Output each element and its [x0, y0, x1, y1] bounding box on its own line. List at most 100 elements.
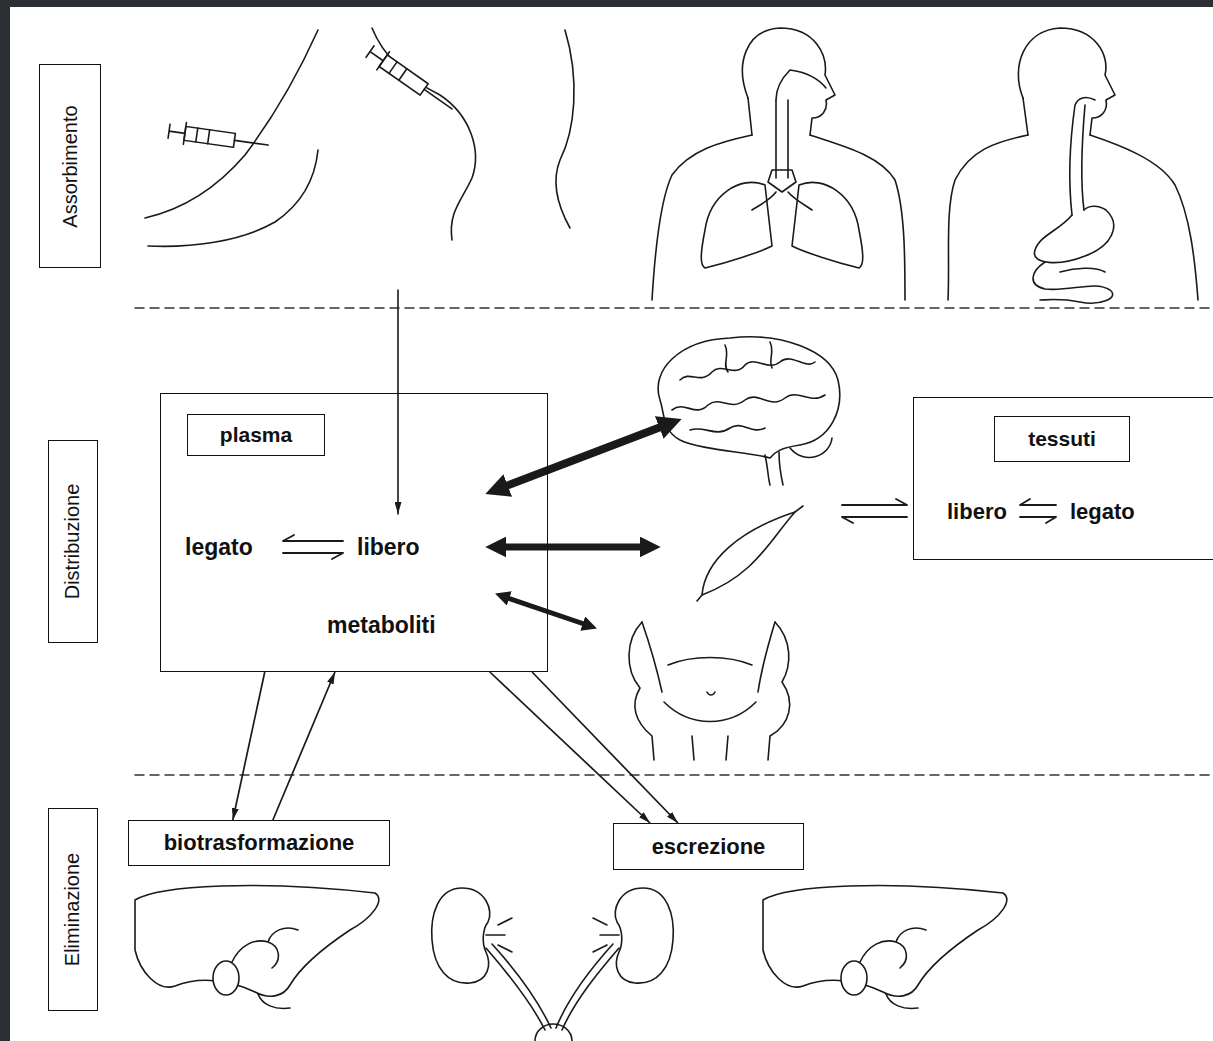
respiratory-figure: [768, 170, 796, 192]
equilibrium-arrows: [1020, 499, 1056, 505]
abdomen-injection-figure: [364, 28, 574, 240]
page-ground: [10, 7, 1213, 1041]
liver-figure: [213, 961, 239, 995]
equilibrium-arrows: [283, 535, 343, 541]
state-label: libero: [357, 534, 420, 560]
flow-arrow: [490, 672, 650, 823]
brain-figure: [672, 395, 825, 410]
box-label: tessuti: [1028, 427, 1096, 451]
state-label: libero: [947, 499, 1007, 524]
brain-figure: [725, 342, 772, 372]
liver-figure: [860, 928, 926, 1008]
process-box: biotrasformazione: [128, 820, 390, 866]
flow-arrow: [233, 672, 265, 820]
kidneys-figure: [535, 1024, 572, 1041]
respiratory-figure: [792, 182, 863, 268]
respiratory-figure: [701, 182, 772, 268]
kidneys-figure: [556, 944, 619, 1030]
adipose-figure: [642, 622, 775, 692]
kidneys-figure: [432, 888, 490, 983]
section-divider: [135, 774, 1213, 776]
section-title: Eliminazione: [62, 853, 85, 966]
absorption-arrow: [397, 290, 399, 514]
muscle-figure: [702, 512, 795, 595]
respiratory-figure: [776, 70, 826, 100]
respiratory-figure: [752, 192, 812, 210]
compartment-title: plasma: [187, 414, 325, 456]
digestive-figure: [1018, 28, 1115, 135]
section-label: Eliminazione: [48, 808, 98, 1011]
arm-injection-figure: [148, 150, 318, 246]
compartment-box: libero legato tessuti: [913, 397, 1213, 560]
liver-figure: [763, 886, 1007, 1009]
syringe-symbol: [364, 43, 459, 118]
adipose-figure: [768, 622, 790, 760]
digestive-figure: [1060, 268, 1105, 272]
arm-injection-figure: [145, 30, 318, 218]
flow-arrow: [273, 672, 335, 820]
distribution-arrows: [500, 544, 646, 551]
section-label: Distribuzione: [48, 440, 98, 643]
process-box: escrezione: [613, 823, 804, 870]
syringe-symbol: [364, 43, 459, 118]
liver-figure: [232, 928, 298, 1008]
digestive-figure: [948, 135, 1028, 300]
kidneys-figure: [593, 918, 619, 952]
equilibrium-arrows: [842, 499, 907, 505]
section-label: Assorbimento: [39, 64, 101, 268]
adipose-figure: [692, 736, 728, 760]
respiratory-figure: [652, 135, 752, 300]
distribution-arrows: [505, 597, 587, 625]
muscle-figure: [697, 506, 803, 601]
digestive-figure: [1033, 262, 1113, 303]
equilibrium-arrows: [283, 553, 343, 559]
respiratory-figure: [776, 100, 788, 178]
muscle-figure: [697, 506, 803, 601]
brain-figure: [658, 337, 840, 458]
box-label: escrezione: [652, 834, 766, 859]
digestive-figure: [1023, 98, 1028, 135]
respiratory-figure: [652, 28, 905, 300]
syringe-symbol: [168, 120, 270, 156]
adipose-figure: [629, 622, 654, 760]
flow-arrow: [532, 672, 678, 823]
section-divider: [135, 308, 1213, 775]
liver-figure: [841, 961, 867, 995]
state-label: metaboliti: [327, 612, 436, 638]
distribution-arrows: [500, 425, 666, 625]
arm-injection-figure: [145, 30, 318, 246]
brain-figure: [680, 359, 815, 380]
syringe-symbol: [379, 55, 428, 95]
section-divider: [135, 307, 1213, 309]
section-title: Distribuzione: [62, 484, 85, 600]
compartment-title: tessuti: [994, 416, 1130, 462]
brain-figure: [790, 438, 832, 457]
state-label: legato: [1070, 499, 1135, 524]
liver-figure: [135, 886, 379, 1009]
kidneys-figure: [615, 888, 673, 983]
section-title: Assorbimento: [59, 105, 82, 227]
equilibrium-arrows: [1020, 517, 1056, 523]
distribution-arrows: [501, 425, 666, 488]
kidneys-figure: [486, 944, 551, 1030]
digestive-figure: [1034, 206, 1113, 262]
equilibrium-arrows: [842, 517, 907, 523]
adipose-figure: [707, 692, 715, 695]
digestive-figure: [1090, 135, 1198, 300]
kidneys-figure: [486, 918, 512, 952]
syringe-symbol: [168, 120, 270, 156]
respiratory-figure: [810, 135, 905, 300]
brain-figure: [658, 337, 840, 485]
state-label: legato: [185, 534, 253, 560]
box-label: plasma: [220, 423, 292, 447]
adipose-figure: [629, 622, 790, 760]
digestive-figure: [948, 28, 1198, 303]
adipose-figure: [668, 658, 752, 666]
brain-figure: [690, 426, 765, 432]
respiratory-figure: [748, 98, 752, 135]
absorption-arrow: [397, 290, 399, 514]
brain-figure: [765, 452, 783, 485]
